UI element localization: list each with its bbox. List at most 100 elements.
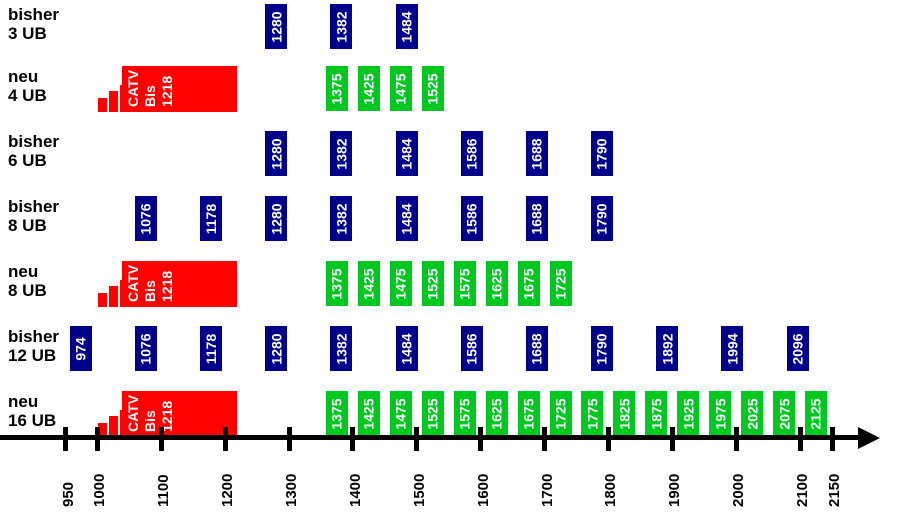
channel-frequency-label: 1280 <box>268 10 285 43</box>
catv-label-line2: Bis <box>141 85 158 107</box>
catv-step-bar <box>97 423 107 437</box>
row-label-line2: 8 UB <box>8 216 47 235</box>
channel-frequency-label: 1280 <box>268 202 285 235</box>
axis-tick <box>605 427 611 451</box>
channel-box: 1925 <box>677 391 700 436</box>
catv-label-line1: CATV <box>124 394 141 432</box>
channel-box: 1484 <box>395 326 418 371</box>
channel-box: 1688 <box>525 326 548 371</box>
channel-frequency-label: 1475 <box>392 397 409 430</box>
channel-frequency-label: 1775 <box>584 397 601 430</box>
row-label-line1: bisher <box>8 327 60 346</box>
channel-frequency-label: 1525 <box>424 72 441 105</box>
channel-frequency-label: 1280 <box>268 332 285 365</box>
axis-tick <box>669 427 675 451</box>
axis-tick <box>797 427 803 451</box>
axis-tick-label: 950 <box>59 481 77 507</box>
axis-tick-label: 1500 <box>410 473 428 507</box>
channel-frequency-label: 1525 <box>424 397 441 430</box>
channel-box: 1382 <box>330 196 353 241</box>
axis-tick-label: 2000 <box>730 473 748 507</box>
channel-box: 2096 <box>786 326 809 371</box>
channel-frequency-label: 1280 <box>268 137 285 170</box>
row-label-line1: bisher <box>8 132 60 151</box>
row-label-line2: 16 UB <box>8 411 57 430</box>
catv-block <box>121 66 237 112</box>
channel-box: 1375 <box>325 391 348 436</box>
channel-box: 1484 <box>395 131 418 176</box>
channel-box: 1790 <box>591 326 614 371</box>
catv-label-line3: 1218 <box>158 270 175 302</box>
catv-block <box>121 391 237 437</box>
channel-frequency-label: 1178 <box>203 333 220 364</box>
channel-frequency-label: 1790 <box>594 202 611 235</box>
channel-frequency-label: 1675 <box>520 267 537 300</box>
channel-frequency-label: 1994 <box>724 332 741 365</box>
channel-box: 1586 <box>460 196 483 241</box>
axis-tick-label: 1000 <box>91 473 109 507</box>
axis-tick <box>63 427 68 451</box>
channel-frequency-label: 1425 <box>360 72 377 105</box>
channel-box: 1375 <box>325 66 348 111</box>
channel-frequency-label: 1484 <box>398 202 415 235</box>
channel-box: 1975 <box>709 391 732 436</box>
catv-block <box>121 261 237 307</box>
row-label-line2: 8 UB <box>8 281 47 300</box>
channel-frequency-label: 2025 <box>744 397 761 430</box>
channel-box: 1525 <box>421 261 444 306</box>
channel-box: 1825 <box>613 391 636 436</box>
axis-tick <box>478 427 484 451</box>
channel-frequency-label: 1382 <box>333 10 350 43</box>
channel-frequency-label: 1382 <box>333 137 350 170</box>
channel-frequency-label: 1790 <box>594 137 611 170</box>
axis-tick-label: 1400 <box>346 473 364 507</box>
channel-frequency-label: 1825 <box>616 397 633 430</box>
axis-tick <box>733 427 739 451</box>
channel-frequency-label: 1575 <box>456 397 473 430</box>
catv-step-bar <box>97 293 107 307</box>
row-label-line2: 6 UB <box>8 151 47 170</box>
channel-frequency-label: 974 <box>72 336 89 361</box>
channel-box: 1280 <box>265 326 288 371</box>
channel-frequency-label: 1725 <box>552 397 569 430</box>
catv-label-line1: CATV <box>124 69 141 107</box>
channel-box: 1375 <box>325 261 348 306</box>
channel-frequency-label: 1790 <box>594 332 611 365</box>
axis-tick <box>829 427 835 451</box>
channel-frequency-label: 1586 <box>463 202 480 235</box>
channel-frequency-label: 1675 <box>520 397 537 430</box>
row-label-line2: 4 UB <box>8 86 47 105</box>
channel-box: 1425 <box>357 261 380 306</box>
channel-frequency-label: 1975 <box>712 397 729 430</box>
axis-tick-label: 2150 <box>826 473 843 507</box>
axis-line <box>0 435 860 440</box>
catv-label-line1: CATV <box>124 264 141 302</box>
axis-tick-label: 1700 <box>538 473 556 507</box>
channel-box: 1178 <box>200 196 223 241</box>
channel-frequency-label: 1525 <box>424 267 441 300</box>
axis-tick-label: 1900 <box>666 473 684 507</box>
channel-frequency-label: 1178 <box>203 203 220 234</box>
catv-step-bar <box>108 416 118 437</box>
channel-box: 1675 <box>517 391 540 436</box>
channel-frequency-label: 1688 <box>528 137 545 170</box>
channel-frequency-label: 1725 <box>552 267 569 300</box>
channel-box: 1675 <box>517 261 540 306</box>
channel-frequency-label: 1382 <box>333 332 350 365</box>
row-label-line1: bisher <box>8 197 60 216</box>
channel-box: 1525 <box>421 391 444 436</box>
axis-tick-label: 1800 <box>602 473 620 507</box>
channel-frequency-label: 1425 <box>360 267 377 300</box>
channel-frequency-label: 2075 <box>776 397 793 430</box>
axis-tick-label: 1200 <box>219 473 237 507</box>
channel-frequency-label: 1076 <box>137 332 154 365</box>
channel-box: 1280 <box>265 4 288 49</box>
channel-box: 2125 <box>805 391 828 436</box>
channel-box: 1484 <box>395 4 418 49</box>
channel-box: 1725 <box>549 261 572 306</box>
axis-tick-label: 2100 <box>794 473 812 507</box>
axis-tick <box>286 427 292 451</box>
